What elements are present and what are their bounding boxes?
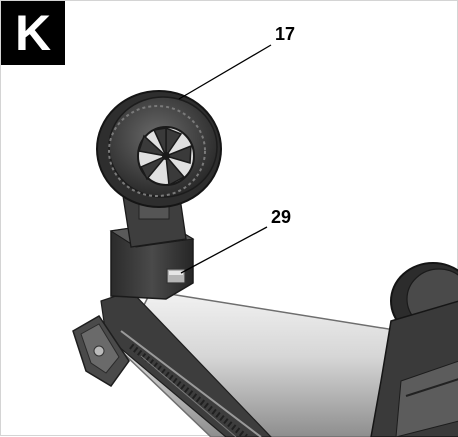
leader-line-29 [180, 226, 268, 274]
callout-number-17: 17 [275, 24, 296, 44]
extraction-nozzle [370, 262, 458, 437]
shutter-blades [138, 126, 192, 187]
suction-cap-17 [96, 90, 222, 208]
callout-number-29: 29 [271, 207, 292, 227]
release-button-29 [166, 268, 186, 284]
figure-label-badge: K [1, 1, 65, 65]
end-clip [72, 314, 130, 387]
leader-line-17 [178, 44, 272, 100]
